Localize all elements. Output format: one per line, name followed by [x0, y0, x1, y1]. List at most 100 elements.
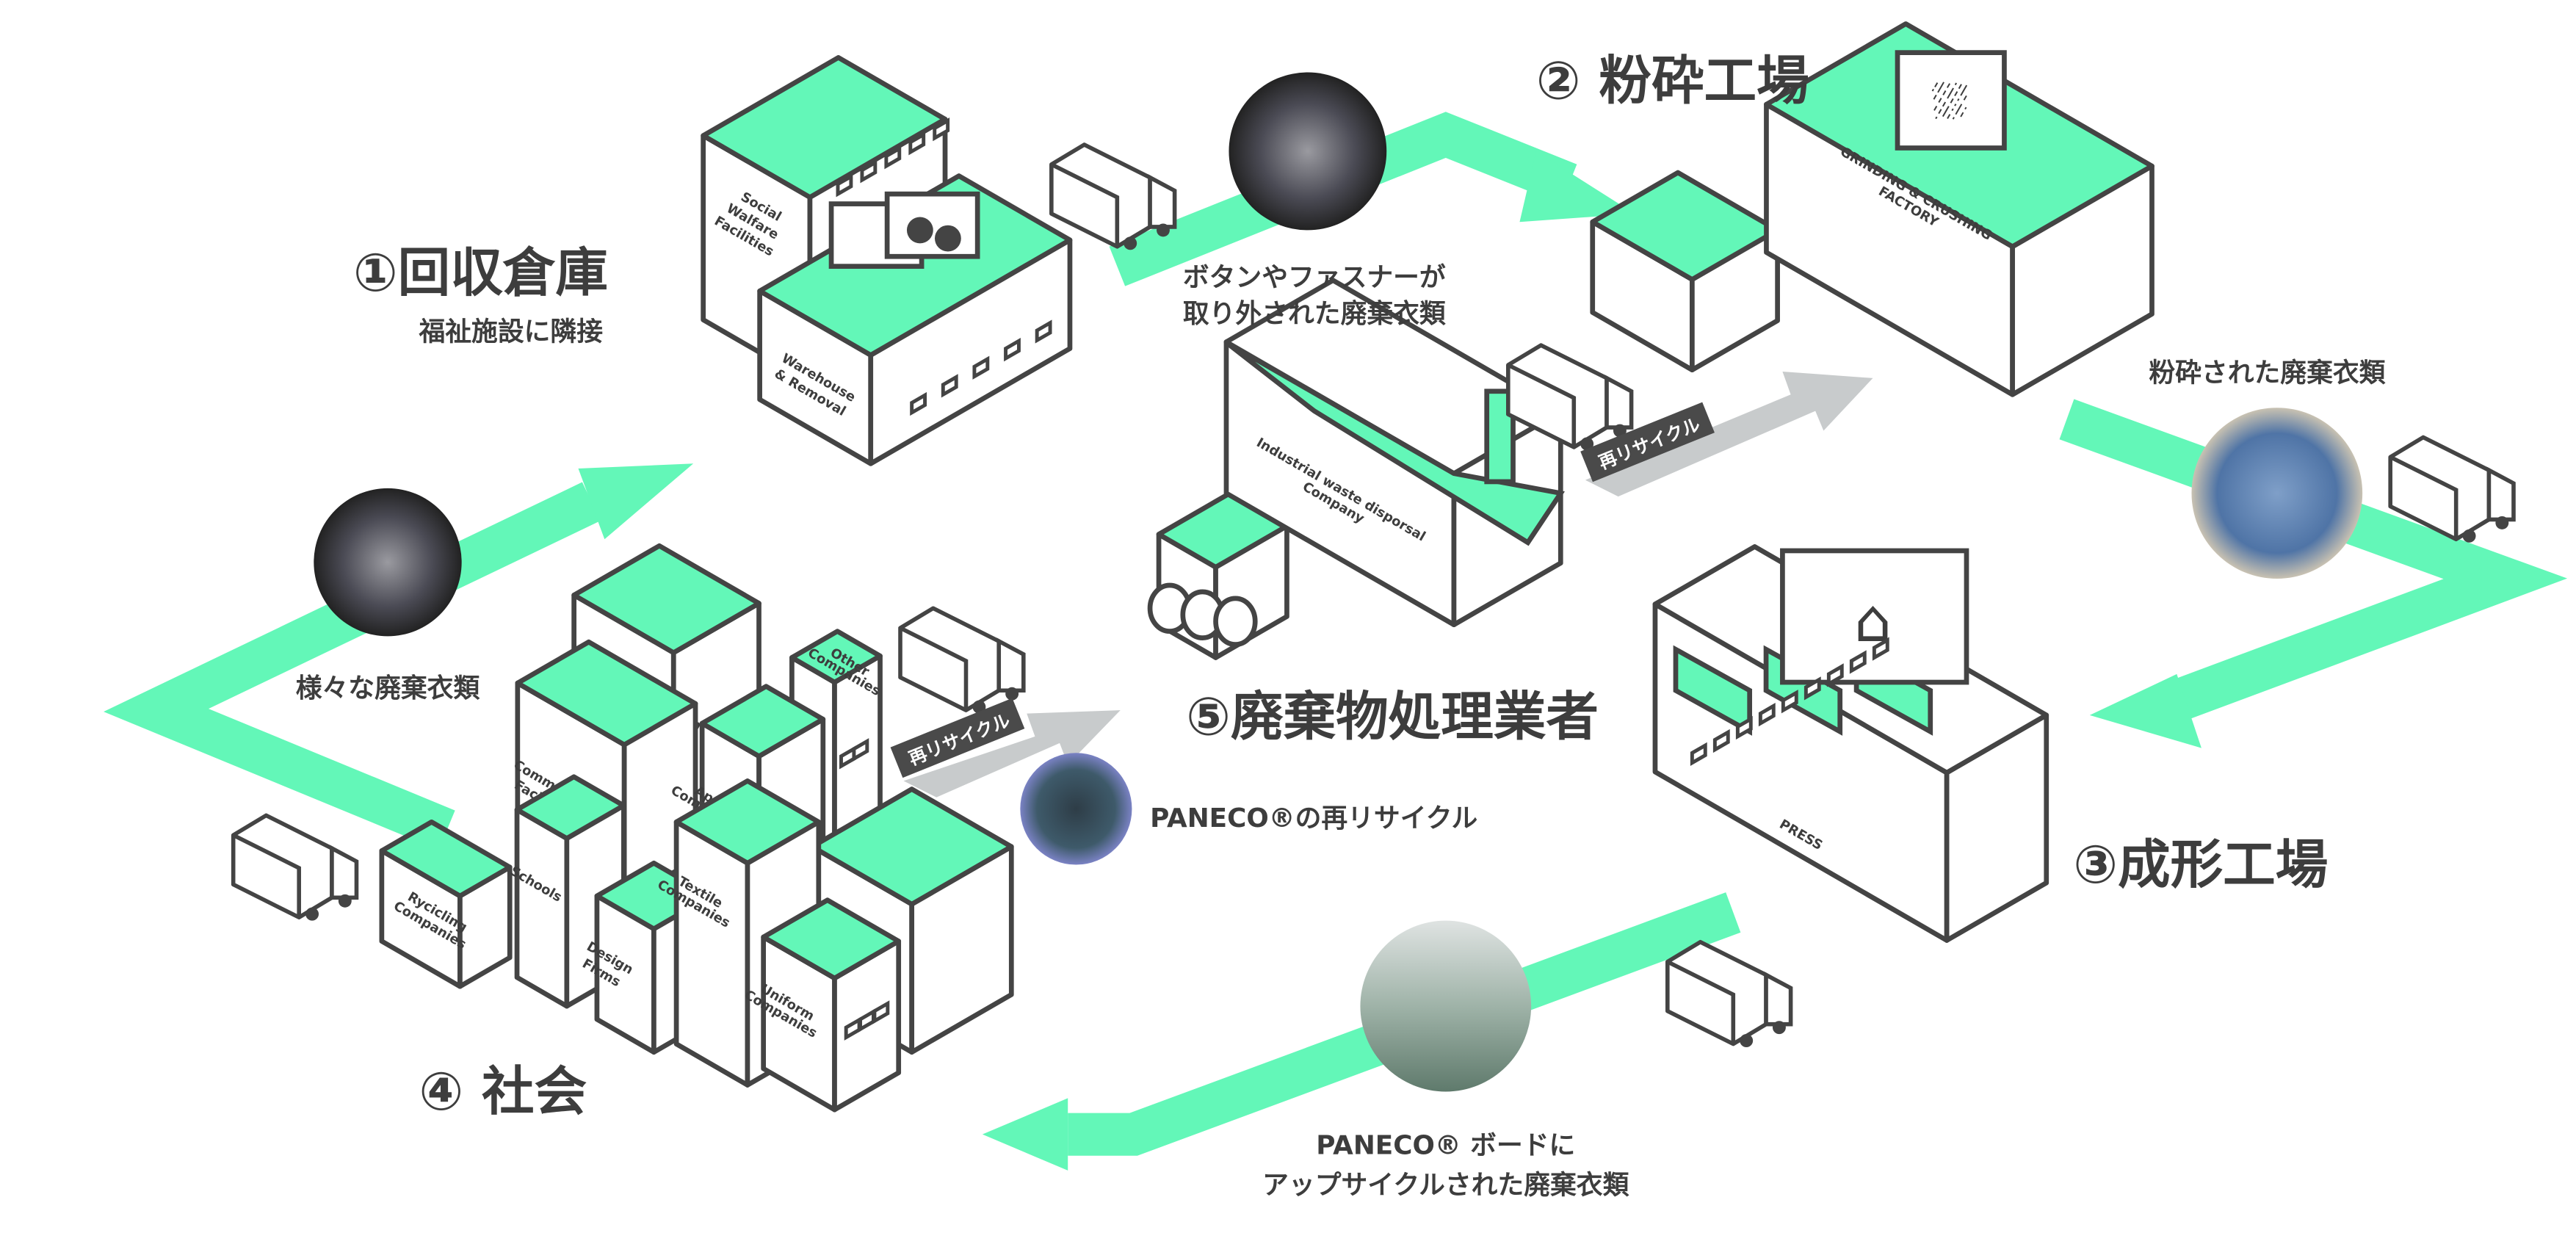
truck-wheel	[1124, 236, 1137, 250]
truck-cargo	[231, 813, 334, 919]
uniform-building: UniformCompanies	[742, 897, 902, 1113]
photo-paneco-chips	[1020, 753, 1132, 865]
truck-icon	[898, 606, 1026, 714]
stage-titles: ①回収倉庫 福祉施設に隣接 ② 粉砕工場 ③成形工場 ④ 社会 ⑤廃棄物処理業者	[353, 50, 2328, 1122]
recycle-arrow-bottom	[903, 710, 1121, 798]
stage-4-title: ④ 社会	[419, 1061, 587, 1122]
recycle-badge-bottom	[890, 698, 1025, 778]
window	[1803, 676, 1821, 701]
social-welfare-building-roof	[701, 54, 948, 200]
window	[1004, 338, 1021, 362]
caption-paneco-rerecycle: PANECO®の再リサイクル	[1150, 803, 1477, 834]
grinding-shed	[1590, 170, 1780, 373]
truck-icon	[1665, 939, 1793, 1048]
window	[910, 391, 927, 416]
flow-arrow-3-to-4-head	[982, 1098, 1068, 1171]
truck-cab	[996, 637, 1026, 693]
caption-buttons-line2: 取り外された廃棄衣類	[1183, 299, 1446, 329]
window	[1872, 637, 1889, 661]
recycle-badge-top	[1580, 402, 1715, 482]
photo-various-clothes	[314, 488, 462, 637]
recycle-arrow-top	[1585, 371, 1873, 497]
caption-board-line2: アップサイクルされた廃棄衣類	[1262, 1170, 1629, 1200]
stage-1-subtitle: 福祉施設に隣接	[418, 317, 603, 347]
truck-wheel	[1005, 687, 1019, 701]
garbage-bag-icon	[934, 225, 961, 252]
truck-wheel	[1157, 223, 1170, 237]
truck-wheel	[1613, 424, 1627, 438]
caption-various: 様々な廃棄衣類	[296, 673, 480, 704]
other-companies-tower-roof	[789, 629, 883, 685]
truck-edge	[899, 626, 969, 711]
truck-wheel	[1580, 437, 1594, 451]
commercial-building-roof	[515, 639, 698, 748]
photo-unbuttoned-clothes	[1229, 72, 1387, 231]
waste-sack-icon	[1213, 596, 1258, 647]
caption-board-line1: PANECO® ボードに	[1316, 1131, 1575, 1161]
window	[1712, 728, 1730, 753]
window	[1035, 319, 1052, 344]
press-factory: ⌂PRESS	[1652, 543, 2049, 943]
window	[884, 145, 902, 170]
textile-building-roof	[673, 778, 822, 866]
schools-building-left-wall	[514, 807, 570, 1009]
window	[1781, 690, 1798, 714]
grinder-icon: ⛆	[1932, 76, 1969, 129]
window	[872, 1000, 890, 1024]
window	[1849, 650, 1867, 674]
truck-cab	[330, 845, 359, 900]
truck-icon	[1049, 142, 1177, 250]
trucks	[231, 142, 2516, 1048]
flow-arrow-3-to-4	[1068, 892, 1741, 1156]
stage-3-title: ③成形工場	[2073, 834, 2328, 895]
apprel-building-roof	[699, 684, 826, 759]
grinding-factory: GRINDING & CRUSHINGFACTORY⛆	[1764, 21, 2154, 397]
flow-arrow-2-to-3-head	[2089, 673, 2201, 748]
flow-arrow-1-to-2	[1109, 112, 1577, 286]
schools-building-roof	[514, 774, 626, 842]
truck-cab	[1764, 971, 1793, 1027]
truck-icon	[231, 813, 359, 921]
grinder-billboard	[1895, 50, 2007, 151]
flow-arrow-4-to-1-head	[578, 463, 694, 540]
caption-crushed: 粉砕された廃棄衣類	[2149, 358, 2385, 388]
photo-paneco-boards	[1360, 920, 1532, 1092]
truck-cargo	[1665, 939, 1768, 1046]
truck-wheel	[338, 894, 352, 908]
window	[836, 173, 853, 198]
truck-edge	[1507, 363, 1577, 447]
window	[1758, 703, 1776, 727]
warehouse-building: Warehouse& Removal	[757, 173, 1073, 466]
truck-wheel	[2462, 529, 2476, 543]
industrial-roof-green	[1223, 339, 1565, 546]
stage-1-title: ①回収倉庫	[353, 242, 608, 303]
window	[941, 374, 958, 398]
window	[933, 117, 950, 142]
photo-crushed-clothes	[2191, 408, 2363, 579]
window	[908, 131, 926, 156]
window	[852, 738, 869, 762]
rycicling-building: RyciclingCompanies	[379, 819, 513, 989]
flow-arrow-1-to-2-head	[1519, 151, 1635, 223]
garbage-bag-icon	[906, 217, 933, 244]
truck-cab	[2486, 466, 2516, 522]
truck-wheel	[2495, 516, 2509, 529]
window	[972, 355, 990, 380]
window	[1735, 715, 1753, 740]
factories-building-roof	[809, 787, 1014, 907]
truck-cargo	[898, 606, 1002, 712]
truck-wheel	[1740, 1034, 1754, 1048]
rycicling-building-roof	[379, 819, 513, 899]
uniform-building-roof	[761, 897, 902, 981]
grinding-shed-roof	[1590, 170, 1780, 282]
construction-building-roof	[571, 543, 761, 656]
press-roof-sawtooth	[1673, 645, 1753, 736]
press-billboard	[1780, 548, 1969, 685]
truck-edge	[232, 833, 301, 918]
truck-edge	[2389, 455, 2459, 540]
truck-wheel	[305, 907, 319, 921]
window	[860, 159, 878, 184]
truck-cab	[1148, 174, 1177, 229]
